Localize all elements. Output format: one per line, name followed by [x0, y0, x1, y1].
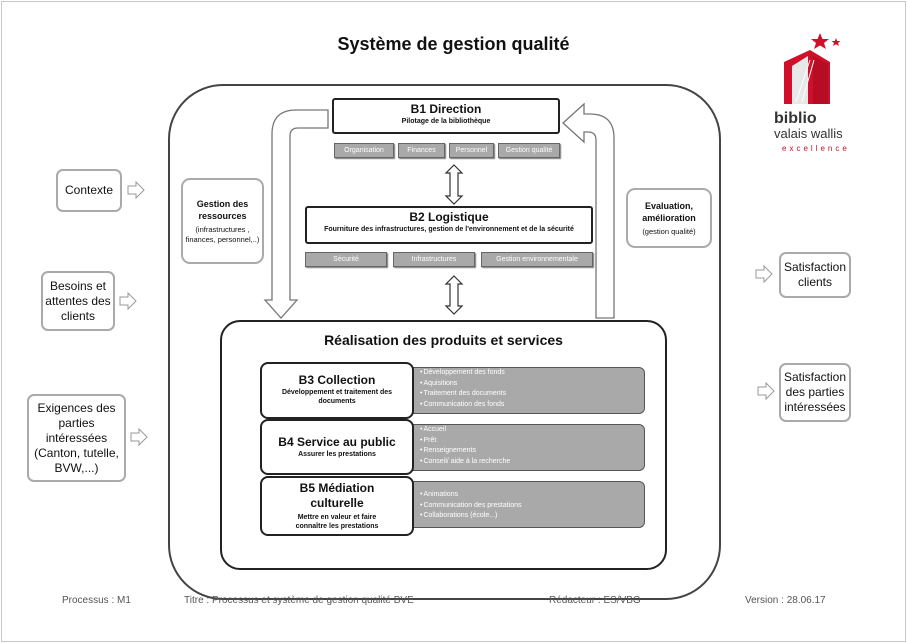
- b3-subtitle: Développement et traitement des document…: [281, 389, 393, 405]
- b1-title: B1 Direction: [410, 102, 482, 116]
- list-item: Communication des prestations: [420, 501, 521, 512]
- footer-title: Titre : Processus et système de gestion …: [184, 595, 414, 606]
- list-item: Renseignements: [420, 446, 510, 457]
- b5-title: B5 Médiation culturelle: [299, 481, 375, 510]
- b4-subtitle: Assurer les prestations: [298, 451, 376, 458]
- chip-securite: Sécurité: [305, 252, 387, 267]
- footer-redacteur: Rédacteur : ES/VBG: [549, 595, 641, 606]
- b2-logistique-box: B2 Logistique Fourniture des infrastruct…: [305, 206, 593, 244]
- logo: biblio valais wallis excellence: [758, 26, 868, 176]
- list-item: Collaborations (école...): [420, 511, 522, 522]
- footer-process: Processus : M1: [62, 595, 131, 606]
- footer-version: Version : 28.06.17: [745, 595, 826, 606]
- arrow-b1-b2: [444, 164, 464, 205]
- b5-bullets: Animations Communication des prestations…: [420, 490, 522, 522]
- b4-service-box: B4 Service au public Assurer les prestat…: [260, 419, 414, 475]
- logo-text-excellence: excellence: [782, 144, 850, 153]
- arrow-requirements: [130, 427, 148, 447]
- evaluation-box: Evaluation, amélioration (gestion qualit…: [626, 188, 712, 248]
- logo-mark: [784, 33, 841, 104]
- chip-infrastructures: Infrastructures: [393, 252, 475, 267]
- b3-title: B3 Collection: [298, 373, 376, 387]
- list-item: Communication des fonds: [420, 400, 506, 411]
- evaluation-title: Evaluation, amélioration: [642, 200, 696, 223]
- b4-bullets: Accueil Prêt Renseignements Conseil/ aid…: [420, 425, 510, 467]
- logo-text-biblio: biblio: [774, 110, 817, 127]
- arrow-stakeholder-satisfaction: [757, 381, 775, 401]
- b5-subtitle: Mettre en valeur et faire connaître les …: [295, 514, 379, 530]
- b4-title: B4 Service au public: [278, 435, 396, 449]
- chip-organisation: Organisation: [334, 143, 394, 158]
- realisation-title: Réalisation des produits et services: [324, 332, 563, 348]
- list-item: Traitement des documents: [420, 389, 506, 400]
- b2-title: B2 Logistique: [409, 210, 489, 224]
- b1-direction-box: B1 Direction Pilotage de la bibliothèque: [332, 98, 560, 134]
- b3-bullets: Développement des fonds Aquisitions Trai…: [420, 368, 506, 410]
- arrow-direction-to-realisation: [263, 109, 329, 319]
- b5-mediation-box: B5 Médiation culturelle Mettre en valeur…: [260, 476, 414, 536]
- arrow-client-satisfaction: [755, 264, 773, 284]
- list-item: Prêt: [420, 436, 510, 447]
- chip-finances: Finances: [398, 143, 445, 158]
- list-item: Accueil: [420, 425, 510, 436]
- input-context: Contexte: [56, 169, 122, 212]
- b3-collection-box: B3 Collection Développement et traitemen…: [260, 362, 414, 419]
- arrow-b2-realisation: [444, 275, 464, 315]
- resources-box: Gestion des ressources (infrastructures …: [181, 178, 264, 264]
- chip-gestion-environnementale: Gestion environnementale: [481, 252, 593, 267]
- input-needs: Besoins et attentes des clients: [41, 271, 115, 331]
- output-stakeholder-satisfaction: Satisfaction des parties intéressées: [779, 363, 851, 422]
- list-item: Conseil/ aide à la recherche: [420, 457, 510, 468]
- resources-title: Gestion des ressources: [196, 198, 249, 221]
- b1-subtitle: Pilotage de la bibliothèque: [401, 118, 491, 125]
- list-item: Aquisitions: [420, 379, 506, 390]
- system-boundary: [168, 84, 721, 600]
- resources-detail: (infrastructures , finances, personnel,.…: [185, 224, 260, 244]
- output-client-satisfaction: Satisfaction clients: [779, 252, 851, 298]
- input-requirements: Exigences des parties intéressées (Canto…: [27, 394, 126, 482]
- evaluation-detail: (gestion qualité): [642, 226, 696, 236]
- arrow-realisation-to-direction: [562, 102, 615, 319]
- chip-gestion-qualite: Gestion qualité: [498, 143, 560, 158]
- page-title: Système de gestion qualité: [337, 34, 570, 54]
- b2-subtitle: Fourniture des infrastructures, gestion …: [324, 226, 574, 233]
- logo-text-valais: valais wallis: [774, 126, 843, 141]
- arrow-context: [127, 180, 145, 200]
- arrow-needs: [119, 291, 137, 311]
- chip-personnel: Personnel: [449, 143, 494, 158]
- list-item: Animations: [420, 490, 522, 501]
- list-item: Développement des fonds: [420, 368, 506, 379]
